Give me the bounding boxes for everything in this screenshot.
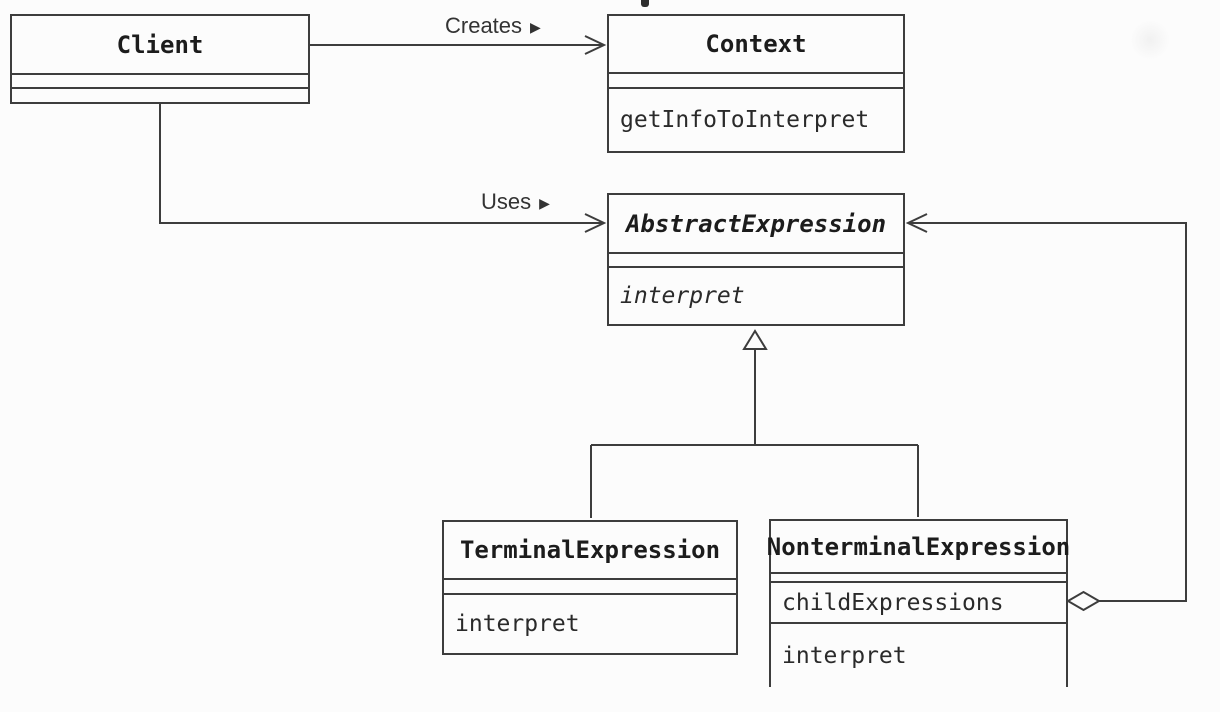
uses-open-arrowhead-icon xyxy=(584,213,607,233)
class-nonterminal-expression-method: interpret xyxy=(771,622,1066,687)
class-context-attributes-compartment xyxy=(609,72,903,87)
scan-artifact xyxy=(641,0,649,7)
class-box-client: Client xyxy=(10,14,310,104)
class-box-context: Context getInfoToInterpret xyxy=(607,14,905,153)
class-terminal-expression-method: interpret xyxy=(444,593,736,653)
class-client-methods-compartment xyxy=(12,87,308,102)
class-box-terminal-expression: TerminalExpression interpret xyxy=(442,520,738,655)
aggregation-line xyxy=(909,222,1187,602)
class-terminal-expression-attributes-compartment xyxy=(444,578,736,593)
generalization-triangle-icon xyxy=(742,329,768,350)
class-client-attributes-compartment xyxy=(12,73,308,87)
uses-association-line xyxy=(159,104,603,224)
class-abstract-expression-attributes-compartment xyxy=(609,252,903,266)
class-box-nonterminal-expression: NonterminalExpression childExpressions i… xyxy=(766,519,1071,687)
class-context-name: Context xyxy=(705,30,807,58)
class-client-name: Client xyxy=(116,30,204,59)
class-nonterminal-expression-empty-compartment xyxy=(771,572,1066,581)
scan-smudge xyxy=(1130,20,1170,60)
uses-label: Uses ▶ xyxy=(481,189,550,215)
class-abstract-expression-name: AbstractExpression xyxy=(625,209,887,238)
uses-label-text: Uses xyxy=(481,189,532,214)
class-box-abstract-expression: AbstractExpression interpret xyxy=(607,193,905,326)
class-abstract-expression-method: interpret xyxy=(609,266,903,324)
class-nonterminal-expression-name: NonterminalExpression xyxy=(766,532,1071,561)
uses-direction-triangle-icon: ▶ xyxy=(539,195,550,211)
aggregation-open-arrowhead-icon xyxy=(905,213,928,233)
creates-direction-triangle-icon: ▶ xyxy=(530,19,541,35)
class-nonterminal-expression-attribute: childExpressions xyxy=(771,581,1066,622)
creates-label: Creates ▶ xyxy=(445,13,541,39)
creates-label-text: Creates xyxy=(445,13,523,38)
class-terminal-expression-name: TerminalExpression xyxy=(459,536,721,564)
aggregation-diamond-icon xyxy=(1066,590,1101,612)
class-context-method: getInfoToInterpret xyxy=(609,87,903,151)
creates-open-arrowhead-icon xyxy=(584,35,607,55)
